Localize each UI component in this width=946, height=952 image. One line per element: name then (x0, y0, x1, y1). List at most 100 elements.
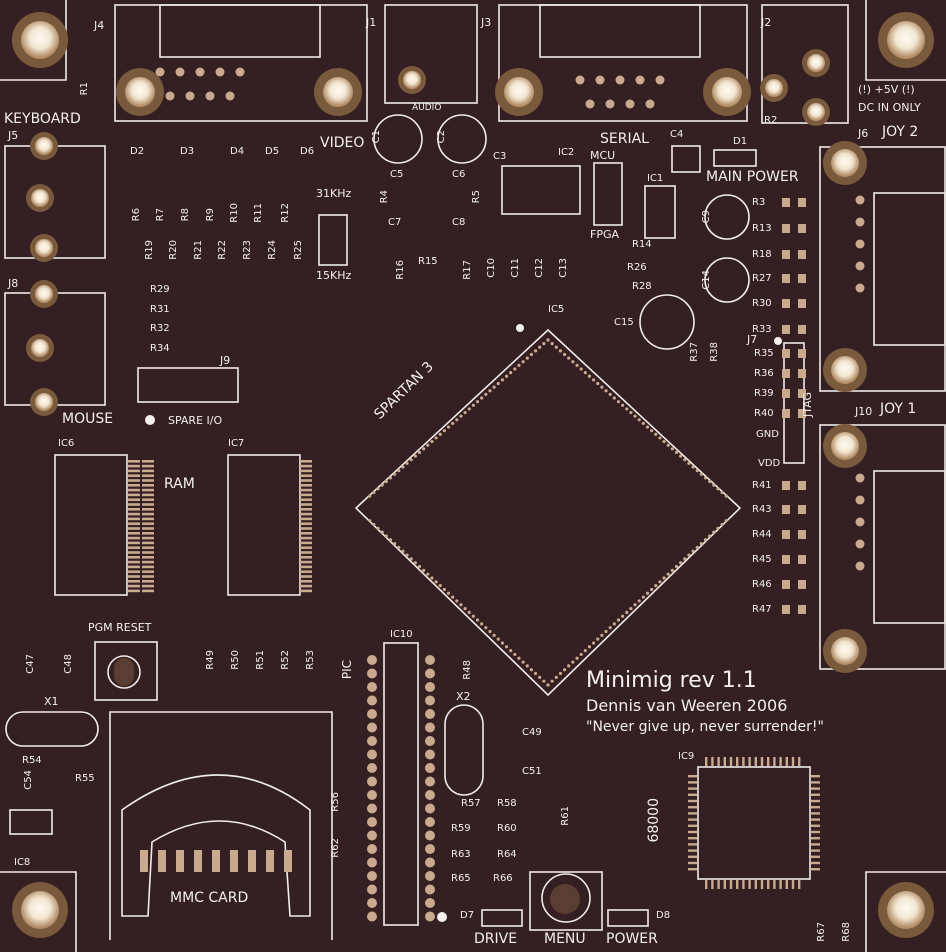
fpga-pad (455, 599, 459, 603)
cpu-pad (754, 757, 757, 766)
ram-pad (300, 536, 312, 540)
pic-pad (425, 871, 435, 881)
fpga-pad (712, 530, 716, 534)
fpga-pad (699, 542, 703, 546)
cpu-pad (791, 880, 795, 889)
cpu-pad (785, 757, 788, 766)
fpga-pad (666, 572, 670, 576)
r33-label: R33 (752, 324, 772, 335)
smd-pad (798, 250, 806, 259)
cpu-pad (736, 880, 739, 889)
fpga-pad (529, 352, 534, 357)
pic-pad (367, 884, 377, 895)
fpga-pad (484, 626, 488, 630)
fpga-pad (446, 591, 451, 595)
pgm-reset-button[interactable] (114, 658, 134, 686)
db-pin (635, 75, 645, 85)
fpga-pad (587, 374, 592, 378)
pic-pad (367, 682, 377, 692)
cpu-pad (811, 855, 820, 858)
cpu-pad (811, 775, 820, 778)
fpga-pad (558, 671, 563, 676)
serial-label: SERIAL (600, 131, 649, 147)
cpu-pad (688, 868, 697, 871)
fpga-pad (504, 645, 509, 649)
fpga-pad (633, 603, 637, 607)
r40-label: R40 (754, 408, 774, 419)
cpu-pad (688, 824, 697, 827)
fpga-pad (496, 381, 500, 386)
cpu-pad (811, 843, 820, 846)
r38-label: R38 (709, 342, 720, 362)
ram-pad (142, 522, 154, 525)
ram-pad (300, 493, 312, 497)
ram-pad (300, 575, 312, 578)
fpga-pad (542, 679, 546, 683)
ram-pad (142, 460, 154, 463)
db-pin (175, 67, 185, 77)
r60-label: R60 (497, 823, 517, 834)
r11-label: R11 (253, 203, 264, 223)
ram-pad (300, 484, 312, 487)
cpu-pad (723, 880, 726, 889)
cpu-pad (688, 806, 697, 809)
cpu-pad (767, 757, 770, 766)
joy-pin (855, 195, 865, 205)
smd-pad (782, 555, 790, 564)
fpga-pad (658, 580, 662, 584)
ic5-label: IC5 (548, 304, 565, 315)
fpga-pad (608, 392, 612, 397)
cpu-pad (811, 787, 820, 790)
ram-pad (128, 560, 140, 564)
ram-pad (128, 541, 140, 545)
ram-pad (300, 469, 312, 473)
db-pin (625, 99, 635, 109)
fpga-pad (405, 553, 409, 557)
ram-pad (300, 474, 312, 477)
fpga-pad (575, 363, 579, 367)
fpga-pad (401, 549, 405, 553)
cpu-pad (688, 799, 697, 803)
pic-pad (425, 830, 435, 841)
cpu-pad (785, 880, 788, 889)
pic-pad (425, 763, 435, 773)
smd-pad (798, 349, 806, 358)
ram-pad (300, 464, 312, 468)
ram-pad (300, 560, 312, 564)
ic2-label: IC2 (558, 147, 575, 158)
fpga-pad (451, 595, 455, 599)
ram-pad (142, 488, 154, 492)
ram-pad (142, 546, 154, 549)
menu-button[interactable] (550, 884, 580, 914)
cpu-pad (688, 781, 697, 784)
ram-pad (128, 522, 140, 525)
ram-pad (128, 508, 140, 511)
fpga-pad (388, 538, 393, 542)
c9-label: C9 (701, 210, 712, 224)
smd-pad (782, 198, 790, 207)
fpga-pad (562, 668, 567, 672)
ram-pad (142, 532, 154, 535)
pic-pad (425, 655, 435, 665)
cpu-pad (688, 787, 697, 790)
smd-pad (782, 409, 790, 418)
fpga-pad (471, 614, 475, 618)
fpga-pad (409, 557, 413, 561)
ram-pad (142, 474, 154, 477)
pic-pad (425, 776, 435, 787)
khz15-label: 15KHz (316, 269, 352, 282)
smd-pad (782, 389, 790, 398)
ram-pad (142, 565, 154, 569)
mmc-contact (158, 850, 166, 872)
ram-pad (128, 493, 140, 497)
pic-pad (367, 857, 377, 868)
fpga-pad (488, 389, 492, 393)
r2-label: R2 (764, 115, 778, 126)
pic-pad (425, 709, 435, 719)
ram-pad (300, 527, 312, 530)
fpga-pad (550, 679, 554, 683)
r53-label: R53 (305, 650, 316, 670)
ram-pad (128, 589, 140, 593)
mmc-contact (140, 850, 148, 872)
